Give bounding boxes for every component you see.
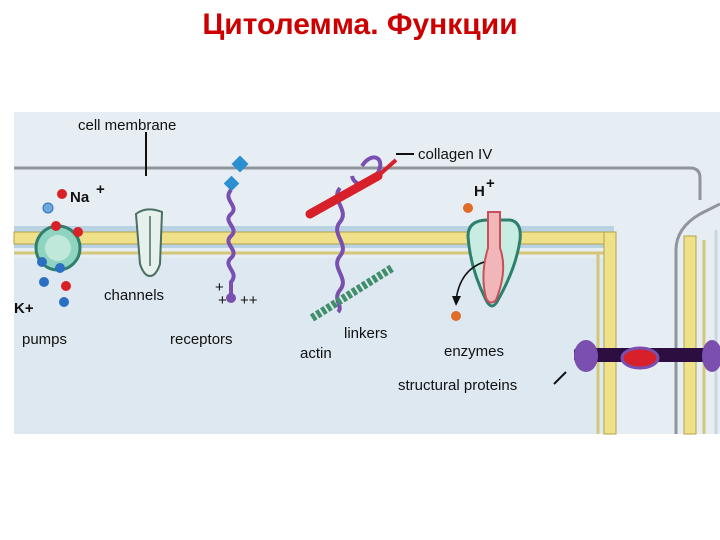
enzyme-arrowhead — [452, 296, 461, 306]
label-channels: channels — [104, 287, 164, 304]
k-ion — [61, 281, 71, 291]
slide-title: Цитолемма. Функции — [202, 8, 518, 41]
actin-filament — [309, 264, 395, 322]
enzyme-active-site — [482, 211, 505, 304]
na-ion — [51, 221, 61, 231]
receptor-protein — [226, 188, 236, 296]
channel-protein — [134, 208, 164, 278]
k-ion — [39, 277, 49, 287]
structural-pointer-line — [553, 371, 567, 385]
cell-interior — [14, 258, 614, 434]
neighbor-cell-outline — [674, 202, 720, 434]
k-ion — [55, 263, 65, 273]
label-actin: actin — [300, 345, 332, 362]
na-ion — [73, 227, 83, 237]
na-ion — [42, 202, 54, 214]
label-linkers: linkers — [344, 325, 387, 342]
receptor-charge: ++ — [240, 292, 258, 309]
outer-boundary — [14, 166, 702, 200]
receptor-ligand-bound — [223, 175, 240, 192]
membrane-vertical-band — [603, 231, 617, 435]
neighbor-cell-band — [683, 235, 697, 435]
structural-protein — [702, 340, 720, 372]
receptor-charge: + — [218, 292, 227, 309]
collagen-fiber — [305, 171, 383, 219]
k-ion — [37, 257, 47, 267]
collagen-strand — [376, 158, 398, 178]
receptor-ligand — [231, 155, 249, 173]
receptor-tail — [226, 293, 236, 303]
k-ion — [59, 297, 69, 307]
label-enzymes: enzymes — [444, 343, 504, 360]
label-collagen: collagen IV — [418, 146, 492, 163]
label-pumps: pumps — [22, 331, 67, 348]
label-na: Na — [70, 189, 90, 206]
label-na-plus: + — [96, 181, 105, 198]
label-h-plus: + — [486, 175, 495, 192]
h-ion — [451, 311, 461, 321]
enzyme-arrow — [455, 261, 485, 301]
receptor-charge: + — [215, 279, 224, 296]
pump-inner — [45, 235, 71, 261]
h-ion — [463, 203, 473, 213]
label-receptors: receptors — [170, 331, 233, 348]
structural-protein — [620, 346, 660, 370]
label-cell-membrane: cell membrane — [78, 117, 176, 134]
structural-protein — [574, 340, 598, 372]
label-k: K+ — [14, 300, 34, 317]
label-h: H — [474, 183, 485, 200]
label-structural-proteins: structural proteins — [398, 377, 517, 394]
na-ion — [57, 189, 67, 199]
